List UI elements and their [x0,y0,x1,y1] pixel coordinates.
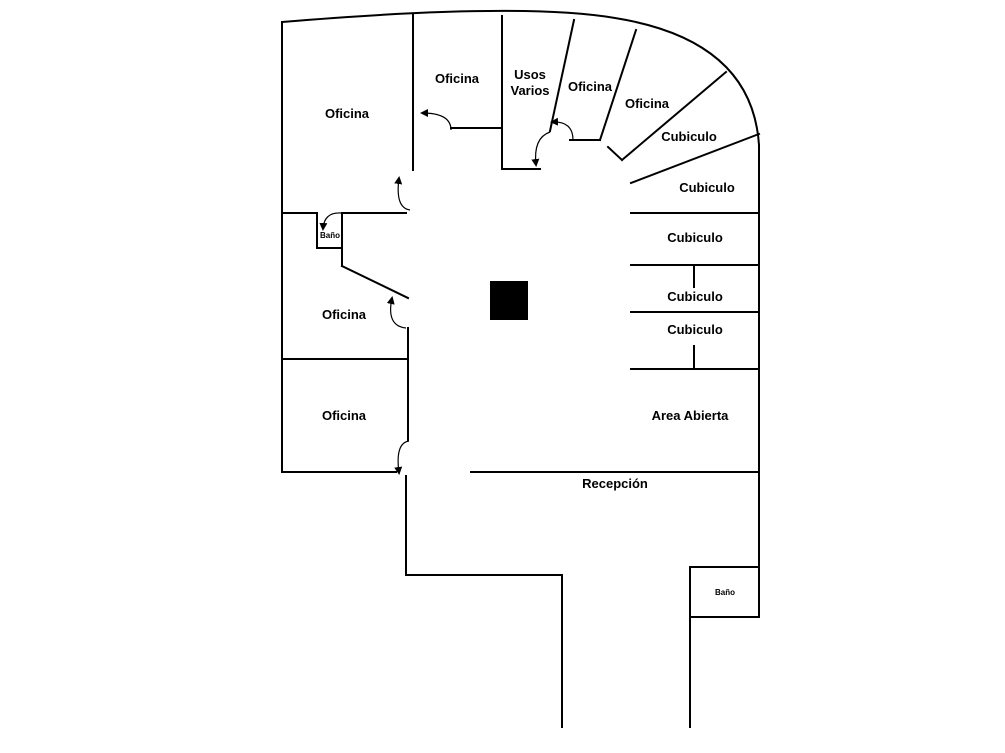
room-label-office: Oficina [325,106,370,121]
door-swing-icon [394,176,411,211]
room-label-office: Oficina [625,96,670,111]
room-label-cubicle: Cubiculo [667,230,723,245]
room-label-cubicle: Cubiculo [667,289,723,304]
room-labels: Oficina Oficina Usos Varios Oficina Ofic… [320,67,735,597]
door-swing-icon [550,117,574,141]
outer-walls [280,9,761,618]
structural-column [490,281,528,320]
room-label-reception: Recepción [582,476,648,491]
doors [319,109,574,475]
room-label-bathroom: Baño [715,588,735,597]
room-label-open-area: Area Abierta [652,408,730,423]
room-label-cubicle: Cubiculo [679,180,735,195]
room-label-multipurpose: Varios [510,83,549,98]
door-swing-icon [394,440,410,475]
room-label-office: Oficina [568,79,613,94]
door-swing-icon [531,131,551,167]
door-swing-icon [319,212,342,231]
door-swing-icon [420,109,452,131]
room-label-multipurpose: Usos [514,67,546,82]
room-label-office: Oficina [322,408,367,423]
room-label-cubicle: Cubiculo [667,322,723,337]
room-label-office: Oficina [435,71,480,86]
room-label-office: Oficina [322,307,367,322]
room-label-cubicle: Cubiculo [661,129,717,144]
interior-walls [281,13,761,728]
room-label-bathroom: Baño [320,231,340,240]
door-swing-icon [386,296,407,329]
